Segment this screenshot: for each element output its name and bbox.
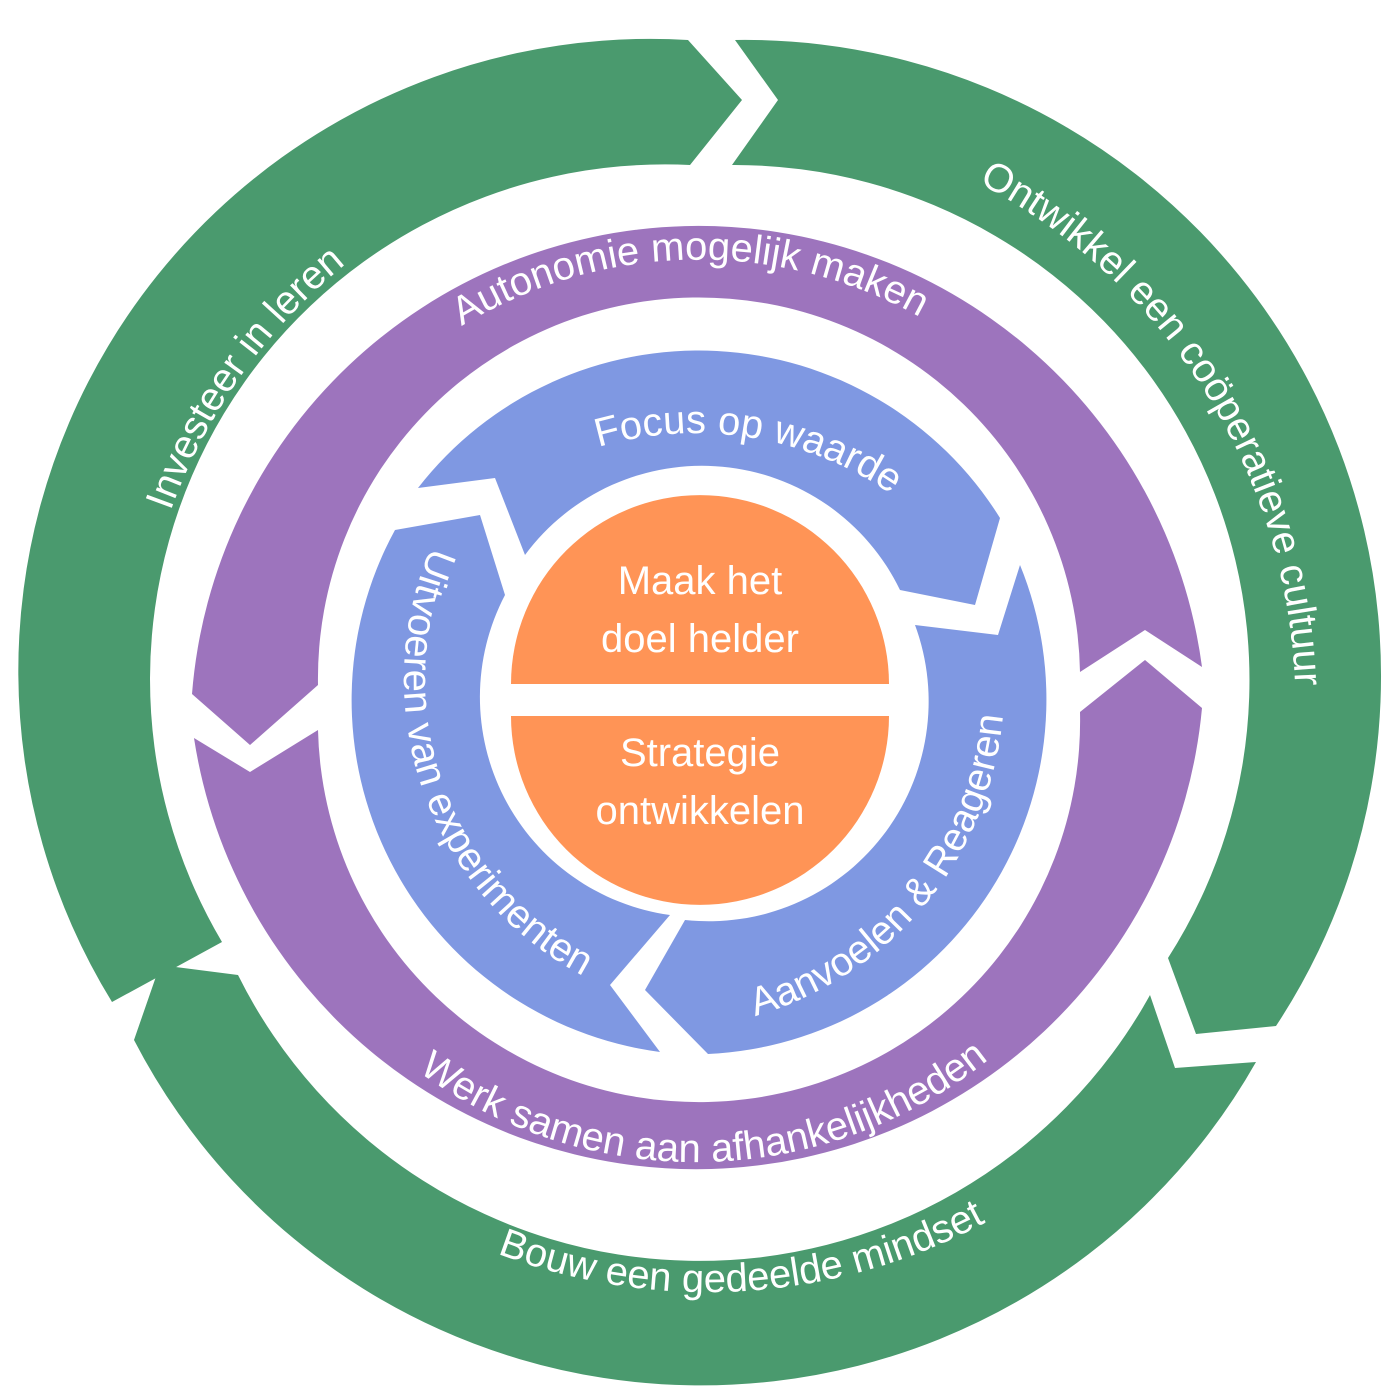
inner-segment-aanvoelen [645, 565, 1047, 1054]
middle-segment-autonomie [192, 225, 1202, 745]
label-core-top-1: Maak het [618, 559, 783, 603]
label-core-bottom-1: Strategie [620, 731, 780, 775]
middle-ring [192, 225, 1202, 1170]
label-core-top-2: doel helder [601, 617, 799, 661]
outer-segment-ontwikkel [732, 39, 1382, 1034]
core-top-half [511, 495, 889, 684]
label-core-bottom-2: ontwikkelen [595, 789, 804, 833]
core-circle [511, 495, 889, 905]
outer-ring [18, 38, 1382, 1386]
middle-segment-werk-samen [194, 660, 1202, 1170]
outer-segment-bouw [134, 965, 1256, 1386]
inner-segment-focus [418, 350, 1000, 605]
core-bottom-half [511, 716, 889, 905]
inner-segment-uitvoeren [351, 515, 670, 1052]
outer-segment-investeer [18, 38, 742, 1003]
inner-ring [351, 350, 1047, 1054]
